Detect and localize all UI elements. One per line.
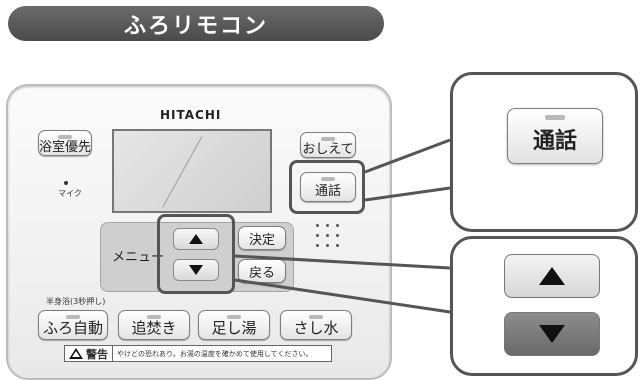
oshiete-button[interactable]: おしえて [300,132,356,158]
page-title: ふろリモコン [8,6,384,41]
led-indicator [545,115,565,120]
screen-glare [162,136,203,208]
led-indicator [309,315,323,319]
mic-label: マイク [58,189,82,198]
led-indicator [321,137,335,141]
warning-title: 警告 [86,345,113,362]
down-arrow-zoom [504,312,600,356]
led-indicator [147,315,161,319]
callout-connectors [234,138,451,314]
lcd-screen [112,129,272,213]
call-button-highlight [289,160,365,214]
warning-icon [69,348,83,359]
auto-bath-button[interactable]: ふろ自動 [38,310,108,340]
back-button[interactable]: 戻る [238,259,286,283]
back-label: 戻る [248,265,275,281]
brand-logo: HITACHI [160,108,222,122]
led-indicator [227,315,241,319]
led-indicator [66,315,80,319]
arrow-down-icon [539,325,565,343]
call-label: 通話 [314,183,341,199]
arrow-up-icon [189,234,203,244]
oshiete-label: おしえて [302,141,354,157]
down-arrow-button[interactable] [173,259,219,281]
half-bath-note: 半身浴(3秒押し) [46,297,106,306]
add-hot-water-label: 足し湯 [211,318,257,337]
add-water-button[interactable]: さし水 [280,310,352,340]
speaker-icon [316,224,342,250]
arrow-down-icon [189,265,203,275]
reheat-button[interactable]: 追焚き [118,310,190,340]
mic-icon [64,181,68,185]
auto-bath-label: ふろ自動 [42,318,103,337]
warning-text: やけどの恐れあり。お湯の温度を確かめて使用してください。 [117,349,313,358]
warning-strip: 警告 やけどの恐れあり。お湯の温度を確かめて使用してください。 [64,345,332,362]
up-arrow-button[interactable] [173,228,219,250]
call-zoom-label: 通話 [532,129,577,154]
reheat-label: 追焚き [131,318,177,337]
menu-button[interactable]: メニュー [112,250,165,265]
decide-button[interactable]: 決定 [238,226,286,250]
bathroom-priority-button[interactable]: 浴室優先 [38,130,92,156]
arrow-up-icon [539,267,565,285]
add-hot-water-button[interactable]: 足し湯 [198,310,270,340]
decide-label: 決定 [248,232,275,248]
bathroom-priority-label: 浴室優先 [39,139,92,155]
led-indicator [58,135,72,139]
up-arrow-zoom [504,254,600,298]
call-button-zoom: 通話 [507,108,603,164]
led-indicator [321,177,335,181]
add-water-label: さし水 [293,318,339,337]
call-button[interactable]: 通話 [300,172,356,202]
arrow-keys-highlight [157,214,235,294]
